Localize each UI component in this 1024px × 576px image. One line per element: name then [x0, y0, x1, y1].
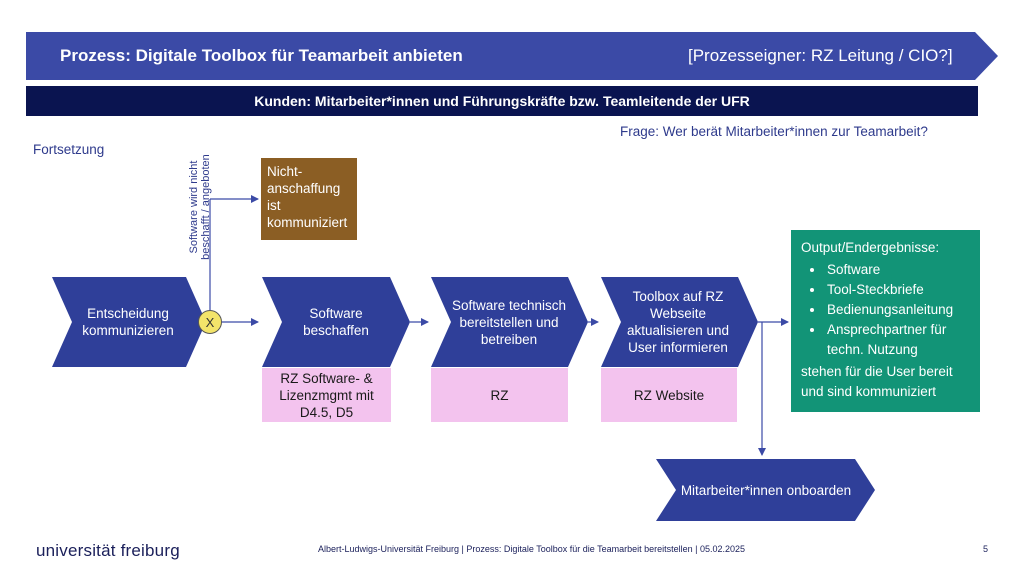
customers-bar: Kunden: Mitarbeiter*innen und Führungskr…	[26, 86, 978, 116]
footer-text: Albert-Ludwigs-Universität Freiburg | Pr…	[318, 544, 746, 554]
output-item: Software	[825, 260, 970, 280]
step-chevron-3	[431, 277, 588, 367]
output-box: Output/Endergebnisse: Software Tool-Stec…	[791, 230, 980, 412]
non-purchase-result: Nicht-anschaffung ist kommuniziert	[261, 158, 357, 240]
output-item: Tool-Steckbriefe	[825, 280, 970, 300]
output-item: Ansprechpartner für techn. Nutzung	[825, 320, 970, 360]
step-chevron-4	[601, 277, 758, 367]
onboarding-chevron	[656, 459, 875, 521]
output-footer: stehen für die User bereit und sind komm…	[801, 364, 953, 399]
output-item: Bedienungsanleitung	[825, 300, 970, 320]
role-box-4: RZ Website	[601, 368, 737, 422]
branch-label: Software wird nicht beschafft / angebote…	[188, 154, 212, 260]
step-chevron-1	[52, 277, 206, 367]
onboarding-label: Mitarbeiter*innen onboarden	[680, 482, 852, 498]
output-list: Software Tool-Steckbriefe Bedienungsanle…	[801, 260, 970, 360]
university-logo: universität freiburg	[36, 541, 180, 560]
step-label-2: Software beschaffen	[303, 306, 369, 338]
step-label-3: Software technisch bereitstellen und bet…	[451, 297, 567, 347]
open-question: Frage: Wer berät Mitarbeiter*innen zur T…	[620, 124, 928, 139]
output-title: Output/Endergebnisse:	[801, 240, 940, 255]
role-box-2: RZ Software- & Lizenzmgmt mit D4.5, D5	[262, 368, 391, 422]
page-number: 5	[983, 544, 989, 554]
branch-label-wrapper: Software wird nicht beschafft / angebote…	[150, 142, 250, 272]
header-banner	[26, 32, 998, 80]
continuation-label: Fortsetzung	[33, 142, 105, 157]
role-box-3: RZ	[431, 368, 568, 422]
step-label-1: Entscheidung kommunizieren	[82, 306, 174, 338]
step-chevron-2	[262, 277, 410, 367]
decision-gateway: X	[198, 310, 222, 334]
step-label-4: Toolbox auf RZ Webseite aktualisieren un…	[626, 289, 730, 355]
process-title: Prozess: Digitale Toolbox für Teamarbeit…	[60, 46, 463, 65]
process-owner: [Prozesseigner: RZ Leitung / CIO?]	[688, 46, 953, 65]
